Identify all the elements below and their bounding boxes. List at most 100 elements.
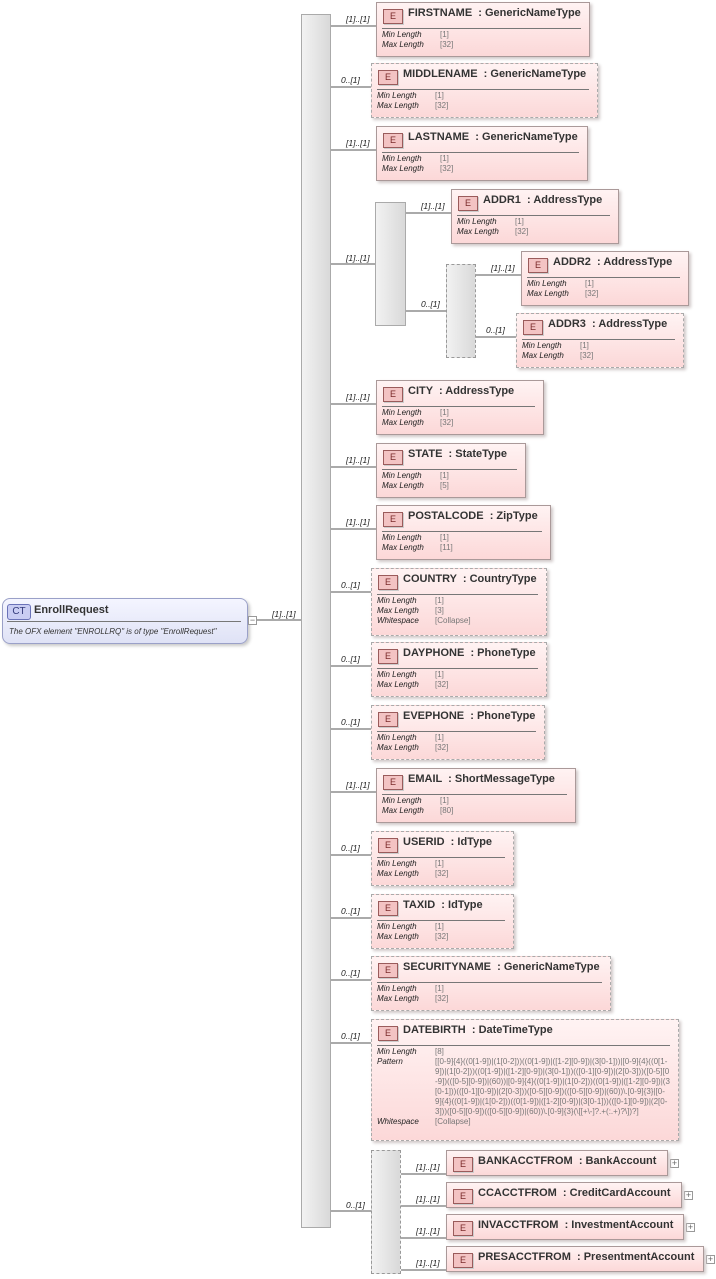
min-length: Min Length[1]: [377, 91, 448, 101]
max-length-key: Max Length: [522, 351, 564, 360]
cardinality-ccacctfrom: [1]..[1]: [416, 1194, 440, 1204]
element-divider: [377, 857, 505, 858]
max-length: Max Length[32]: [382, 164, 453, 174]
element-divider: [377, 668, 538, 669]
max-length: Max Length [32]: [382, 40, 453, 50]
cardinality-presacctfrom: [1]..[1]: [416, 1258, 440, 1268]
whitespace-key: Whitespace: [377, 1117, 419, 1126]
element-badge: E: [453, 1253, 473, 1268]
element-divider: [527, 277, 680, 278]
min-length-key: Min Length: [377, 922, 417, 931]
min-length: Min Length [1]: [382, 796, 453, 806]
min-length-value: [1]: [580, 341, 589, 350]
min-length-key: Min Length: [377, 859, 417, 868]
max-length-key: Max Length: [527, 289, 569, 298]
max-length: Max Length[5]: [382, 481, 449, 491]
element-badge: E: [378, 838, 398, 853]
element-invacctfrom[interactable]: E INVACCTFROM : InvestmentAccount: [446, 1214, 684, 1240]
element-badge: E: [378, 1026, 398, 1041]
max-length-value: [3]: [435, 606, 444, 615]
cardinality-address-sequence: [1]..[1]: [346, 253, 370, 263]
complex-type-enrollrequest[interactable]: CT EnrollRequest The OFX element "ENROLL…: [2, 598, 248, 644]
min-length: Min Length [1]: [522, 341, 593, 351]
max-length: Max Length[32]: [457, 227, 528, 237]
max-length: Max Length[32]: [377, 932, 448, 942]
element-properties-dayphone: Min Length[1]Max Length[32]: [377, 670, 448, 690]
max-length-value: [32]: [440, 40, 454, 49]
min-length-value: [1]: [440, 796, 449, 805]
cardinality-datebirth: 0..[1]: [341, 1031, 360, 1041]
element-name-invacctfrom: INVACCTFROM : InvestmentAccount: [478, 1219, 674, 1231]
min-length-key: Min Length: [382, 796, 422, 805]
min-length-value: [8]: [435, 1047, 444, 1056]
min-length-value: [1]: [440, 533, 449, 542]
main-sequence-compositor[interactable]: [301, 14, 331, 1228]
element-divider: [382, 406, 535, 407]
element-properties-taxid: Min Length[1]Max Length[32]: [377, 922, 448, 942]
element-divider: [522, 339, 675, 340]
max-length-key: Max Length: [382, 40, 424, 49]
max-length-key: Max Length: [382, 481, 424, 490]
min-length-value: [1]: [440, 154, 449, 163]
complex-type-name: EnrollRequest: [34, 604, 109, 616]
element-divider: [377, 731, 536, 732]
collapse-toggle-icon[interactable]: −: [248, 615, 257, 625]
min-length-value: [1]: [435, 859, 444, 868]
expand-toggle-icon[interactable]: +: [670, 1158, 679, 1168]
min-length-key: Min Length: [377, 984, 417, 993]
element-properties-firstname: Min Length[1]Max Length[32]: [382, 30, 453, 50]
pattern-value: [[0-9]{4}((0[1-9])|(1[0-2]))((0[1-9])|([…: [435, 1057, 670, 1116]
element-name-state: STATE : StateType: [408, 448, 508, 460]
cardinality-city: [1]..[1]: [346, 392, 370, 402]
min-length-key: Min Length: [377, 733, 417, 742]
account-choice-compositor[interactable]: [371, 1150, 401, 1274]
element-properties-city: Min Length[1]Max Length[32]: [382, 408, 453, 428]
min-length-key: Min Length: [382, 408, 422, 417]
max-length-value: [32]: [435, 869, 449, 878]
expand-toggle-icon[interactable]: +: [706, 1254, 715, 1264]
cardinality-country: 0..[1]: [341, 580, 360, 590]
expand-toggle-icon[interactable]: +: [684, 1190, 693, 1200]
cardinality-postalcode: [1]..[1]: [346, 517, 370, 527]
max-length-value: [32]: [580, 351, 594, 360]
expand-toggle-icon[interactable]: +: [686, 1222, 695, 1232]
min-length-value: [1]: [440, 30, 449, 39]
min-length: Min Length[8]: [377, 1047, 671, 1057]
max-length-value: [32]: [440, 164, 454, 173]
max-length-value: [32]: [435, 994, 449, 1003]
element-badge: E: [378, 70, 398, 85]
min-length: Min Length[1]: [377, 922, 448, 932]
element-badge: E: [453, 1189, 473, 1204]
max-length-key: Max Length: [457, 227, 499, 236]
address-sequence-compositor[interactable]: [375, 202, 406, 326]
min-length: Min Length[1]: [377, 670, 448, 680]
min-length-key: Min Length: [522, 341, 562, 350]
address-subsequence-compositor[interactable]: [446, 264, 476, 358]
element-badge: E: [453, 1221, 473, 1236]
max-length-key: Max Length: [377, 869, 419, 878]
element-properties-email: Min Length[1]Max Length[80]: [382, 796, 453, 816]
element-name-securityname: SECURITYNAME : GenericNameType: [403, 961, 600, 973]
complex-type-badge: CT: [7, 604, 31, 620]
element-name-addr3: ADDR3 : AddressType: [548, 318, 668, 330]
